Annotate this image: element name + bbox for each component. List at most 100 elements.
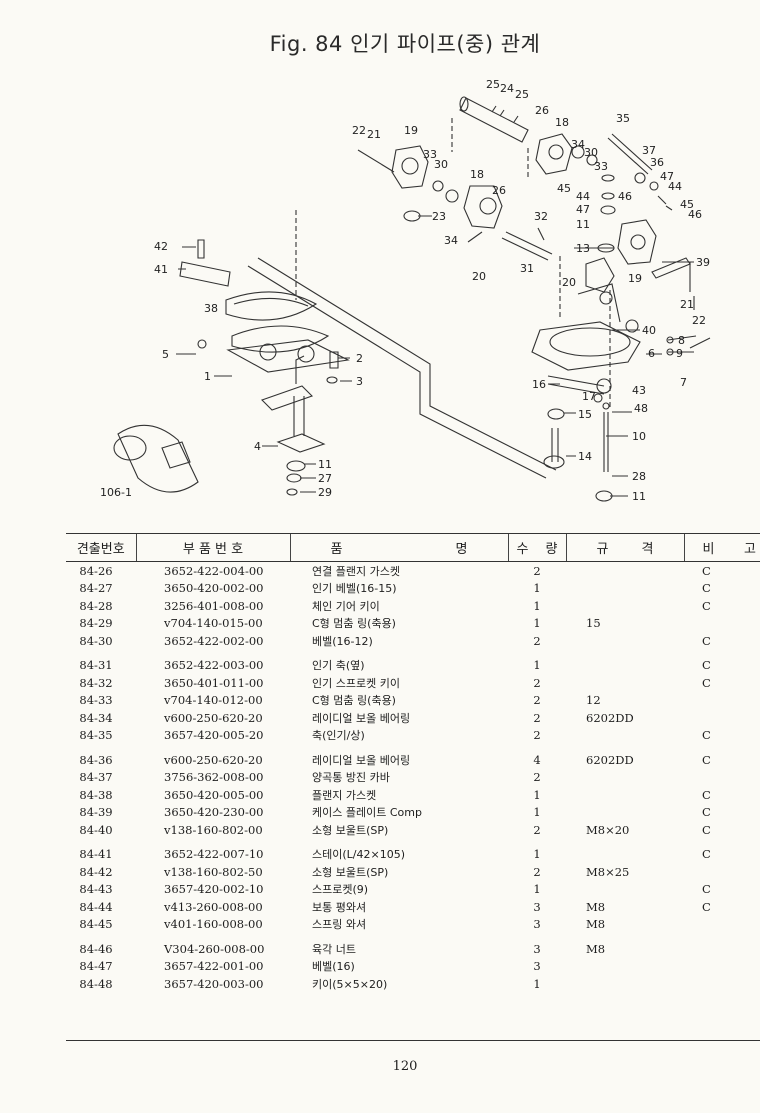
specification: 15 <box>586 616 601 631</box>
callout: 17 <box>582 390 596 403</box>
part-name: 케이스 플레이트 Comp <box>312 806 422 820</box>
specification <box>566 632 684 650</box>
callout: 106-1 <box>100 486 132 499</box>
quantity: 2 <box>533 728 541 743</box>
part-name: 인기 스프로켓 키이 <box>312 676 400 690</box>
callout: 11 <box>318 458 332 471</box>
part-number: 3652-422-007-10 <box>164 847 264 862</box>
specification <box>566 597 684 615</box>
part-name: 인기 베벨(16-15) <box>312 582 397 596</box>
callout: 25 <box>515 88 529 101</box>
header-note: 비 고 <box>683 533 760 562</box>
callout: 26 <box>535 104 549 117</box>
callout: 39 <box>696 256 710 269</box>
quantity: 1 <box>533 598 541 613</box>
part-number: v600-250-620-20 <box>164 752 263 767</box>
callout: 30 <box>584 146 598 159</box>
part-name: 체인 기어 키이 <box>312 599 380 613</box>
callout: 43 <box>632 384 646 397</box>
quantity: 2 <box>533 770 541 785</box>
note <box>684 615 760 633</box>
page-number: 120 <box>392 1059 418 1074</box>
item-number: 84-44 <box>79 899 113 914</box>
callout: 25 <box>486 78 500 91</box>
item-number: 84-48 <box>79 976 113 991</box>
part-number: 3652-422-004-00 <box>164 563 264 578</box>
note <box>684 863 760 881</box>
callout: 18 <box>555 116 569 129</box>
diagram-callout-labels: 25 24 25 26 18 35 22 21 19 33 30 34 30 3… <box>100 78 710 503</box>
part-name: 스프링 와셔 <box>312 918 367 932</box>
parts-table: 견출번호 부 품 번 호 품 명 수 량 규 <box>66 533 760 993</box>
item-number: 84-42 <box>79 864 113 879</box>
item-number: 84-31 <box>79 658 113 673</box>
part-name: 레이디얼 보올 베어링 <box>312 711 411 725</box>
part-number: 3657-420-005-20 <box>164 728 264 743</box>
part-number: 3756-362-008-00 <box>164 770 264 785</box>
part-number: 3652-422-003-00 <box>164 658 264 673</box>
header-qty: 수 량 <box>507 533 566 562</box>
note <box>684 769 760 787</box>
part-name: 레이디얼 보올 베어링 <box>312 753 411 767</box>
quantity: 1 <box>533 616 541 631</box>
specification <box>566 975 684 993</box>
diagram-drawing <box>113 96 711 502</box>
callout: 8 <box>678 334 685 347</box>
quantity: 1 <box>533 581 541 596</box>
specification: M8×25 <box>586 864 630 879</box>
note: C <box>702 563 711 578</box>
part-number: 3650-420-230-00 <box>164 805 264 820</box>
quantity: 1 <box>533 882 541 897</box>
item-number: 84-47 <box>79 959 113 974</box>
callout: 13 <box>576 242 590 255</box>
specification: M8 <box>586 941 606 956</box>
item-number: 84-41 <box>79 847 113 862</box>
callout: 19 <box>404 124 418 137</box>
part-number: v138-160-802-50 <box>164 864 263 879</box>
note: C <box>702 822 711 837</box>
callout: 40 <box>642 324 656 337</box>
part-name: 소형 보울트(SP) <box>312 865 389 879</box>
note <box>684 916 760 934</box>
callout: 33 <box>423 148 437 161</box>
specification <box>566 727 684 745</box>
part-number: 3657-422-001-00 <box>164 959 264 974</box>
part-name: 플랜지 가스켓 <box>312 788 377 802</box>
part-name: 인기 축(옆) <box>312 659 365 673</box>
callout: 24 <box>500 82 514 95</box>
item-number: 84-26 <box>79 563 113 578</box>
quantity: 4 <box>533 752 541 767</box>
callout: 47 <box>660 170 674 183</box>
quantity: 1 <box>533 787 541 802</box>
exploded-parts-diagram: 25 24 25 26 18 35 22 21 19 33 30 34 30 3… <box>100 78 711 503</box>
callout: 22 <box>352 124 366 137</box>
quantity: 3 <box>533 899 541 914</box>
part-number: v704-140-015-00 <box>164 616 263 631</box>
part-name: C형 멈춤 링(축용) <box>312 694 396 708</box>
part-name: 스테이(L/42×105) <box>312 848 405 862</box>
callout: 5 <box>162 348 169 361</box>
part-name: 소형 보울트(SP) <box>312 823 389 837</box>
part-name: C형 멈춤 링(축용) <box>312 617 396 631</box>
item-number: 84-30 <box>79 633 113 648</box>
callout: 3 <box>356 375 363 388</box>
header-part-number: 부 품 번 호 <box>135 533 290 562</box>
callout: 46 <box>688 208 702 221</box>
specification: 6202DD <box>586 752 634 767</box>
callout: 18 <box>470 168 484 181</box>
specification <box>566 769 684 787</box>
part-name: 보통 평와셔 <box>312 900 367 914</box>
